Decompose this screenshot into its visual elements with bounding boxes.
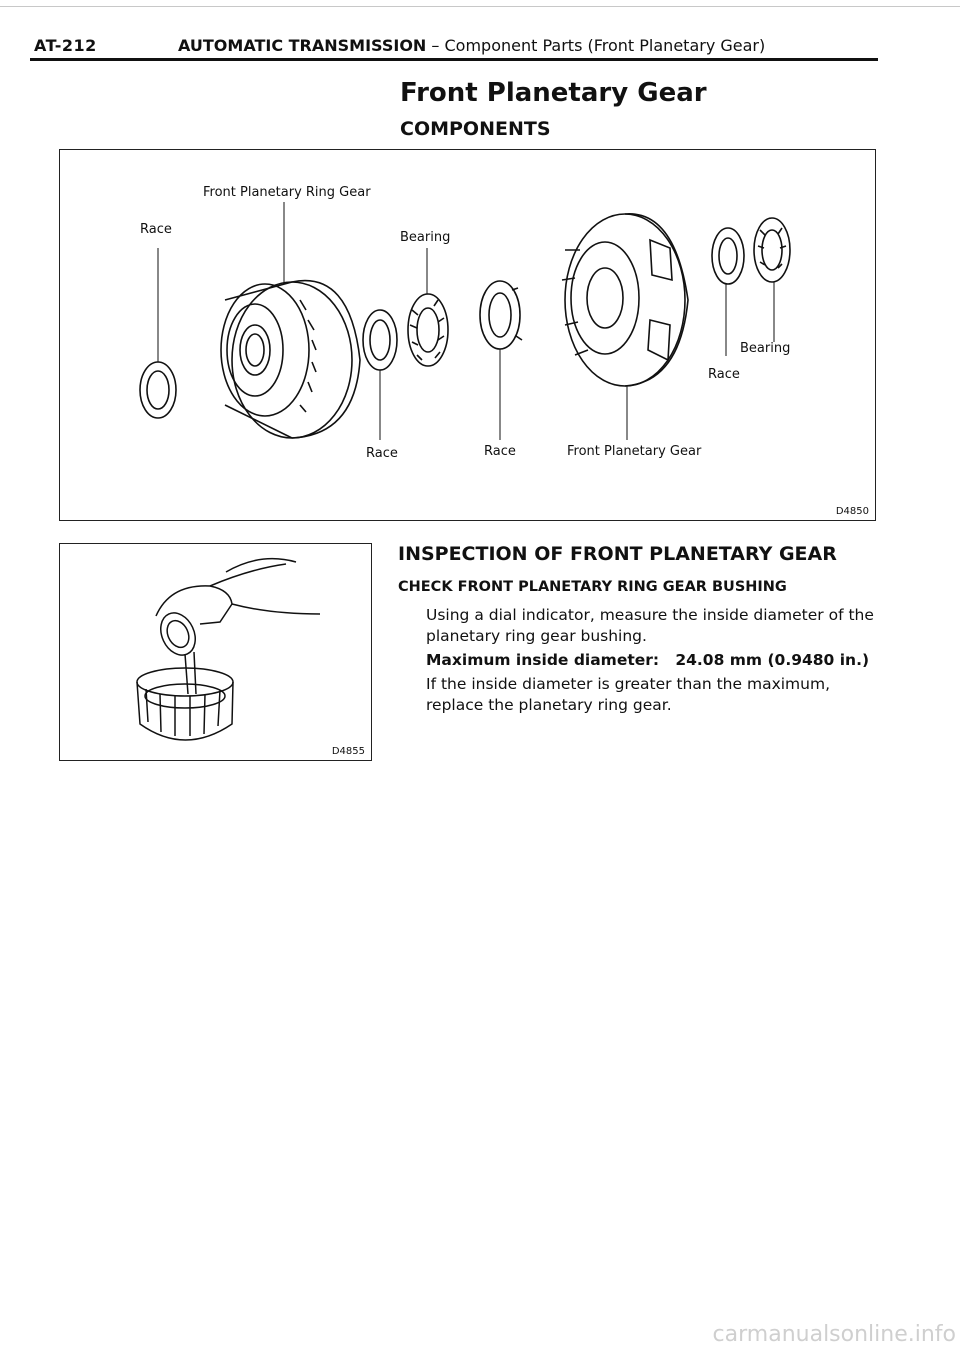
header-title-bold: AUTOMATIC TRANSMISSION <box>178 36 427 55</box>
section-subtitle: COMPONENTS <box>400 118 551 140</box>
label-race-under-bearing: Race <box>366 446 398 461</box>
label-race-left: Race <box>140 222 172 237</box>
label-ring-gear: Front Planetary Ring Gear <box>203 185 371 200</box>
bearing-right-part <box>753 217 791 283</box>
inspection-figure: D4855 <box>59 543 372 761</box>
front-planetary-gear-part <box>561 213 689 387</box>
label-race-right: Race <box>708 367 740 382</box>
inspection-paragraph-1: Using a dial indicator, measure the insi… <box>426 606 874 645</box>
label-bearing-top: Bearing <box>400 230 451 245</box>
figure-code-d4855: D4855 <box>331 746 365 757</box>
components-drawing <box>139 202 791 440</box>
race-right-part <box>711 227 745 285</box>
bearing-top-part <box>407 293 449 367</box>
inspection-subheading: CHECK FRONT PLANETARY RING GEAR BUSHING <box>398 579 787 595</box>
label-front-planetary-gear: Front Planetary Gear <box>567 444 702 459</box>
label-race-mid: Race <box>484 444 516 459</box>
race-left-part <box>139 361 177 419</box>
inspection-paragraph-2: If the inside diameter is greater than t… <box>426 675 830 714</box>
footer-watermark: carmanualsonline.info <box>712 1322 956 1347</box>
spec-value: 24.08 mm (0.9480 in.) <box>675 651 870 669</box>
label-bearing-right: Bearing <box>740 341 791 356</box>
race-under-bearing-part <box>362 309 398 371</box>
header-title-rest: – Component Parts (Front Planetary Gear) <box>426 36 766 55</box>
race-mid-part <box>479 280 523 350</box>
inspection-drawing <box>136 557 321 741</box>
page-code: AT-212 <box>34 36 97 55</box>
ring-gear-part <box>220 279 361 439</box>
page-header-title: AUTOMATIC TRANSMISSION – Component Parts… <box>178 36 765 55</box>
inspection-spec: Maximum inside diameter: 24.08 mm (0.948… <box>426 650 886 671</box>
spec-label: Maximum inside diameter: <box>426 651 660 669</box>
figure-code-d4850: D4850 <box>835 506 869 517</box>
section-title: Front Planetary Gear <box>400 78 707 108</box>
components-figure: Front Planetary Ring Gear Race Bearing R… <box>59 149 876 521</box>
header-rule <box>30 58 878 61</box>
inspection-heading: INSPECTION OF FRONT PLANETARY GEAR <box>398 543 837 565</box>
top-edge-line <box>0 6 960 7</box>
